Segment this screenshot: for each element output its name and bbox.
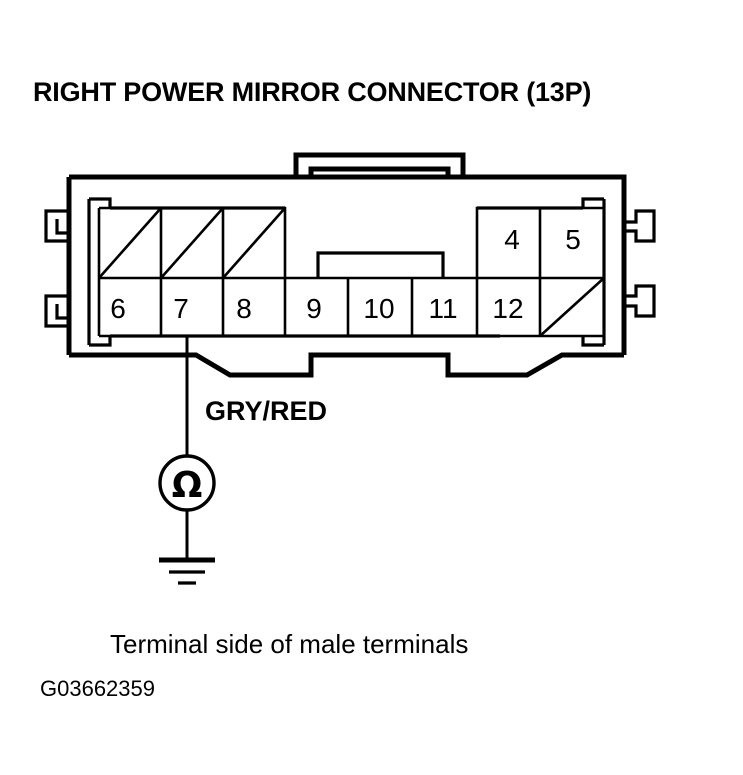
inner-frame-right-top-bracket	[581, 197, 604, 208]
pin-label-11: 11	[428, 293, 457, 324]
figure-id: G03662359	[40, 676, 155, 701]
pin-label-10: 10	[363, 293, 394, 324]
pin-label-6: 6	[110, 293, 126, 324]
housing-outer-bottom	[69, 352, 624, 378]
right-latch-tab-lower	[624, 284, 656, 318]
left-latch-notch-upper-inner	[55, 219, 69, 235]
left-latch-notch-lower-inner	[55, 304, 69, 320]
terminal-cavity-grid: 4 5 6 7 8 9 10 11 12	[97, 206, 606, 338]
ohm-symbol-icon: Ω	[172, 465, 203, 506]
bottom-blank-slash	[539, 277, 605, 337]
inner-frame-left-top-bracket	[89, 197, 112, 208]
center-keying-tab	[316, 251, 445, 278]
pin-label-7: 7	[173, 293, 189, 324]
test-circuit: GRY/RED Ω	[158, 336, 327, 585]
pin-label-4: 4	[504, 224, 520, 255]
left-latch-notch-lower	[44, 294, 69, 328]
pin-label-12: 12	[492, 293, 523, 324]
top-mounting-tab	[293, 152, 466, 177]
pin-label-8: 8	[236, 293, 252, 324]
inner-frame-left-bottom-bracket	[89, 336, 112, 347]
top-blank-slash-1	[98, 207, 162, 279]
figure-caption: Terminal side of male terminals	[110, 629, 468, 659]
top-blank-slash-2	[160, 207, 224, 279]
right-latch-tab-upper	[624, 209, 656, 243]
inner-frame-right-bottom-bracket	[581, 336, 604, 347]
wire-color-label: GRY/RED	[205, 396, 327, 426]
top-blank-slash-3	[222, 207, 286, 279]
page-title: RIGHT POWER MIRROR CONNECTOR (13P)	[33, 77, 591, 107]
pin-label-9: 9	[306, 293, 322, 324]
pin-label-5: 5	[565, 224, 581, 255]
left-latch-notch-upper	[44, 209, 69, 243]
